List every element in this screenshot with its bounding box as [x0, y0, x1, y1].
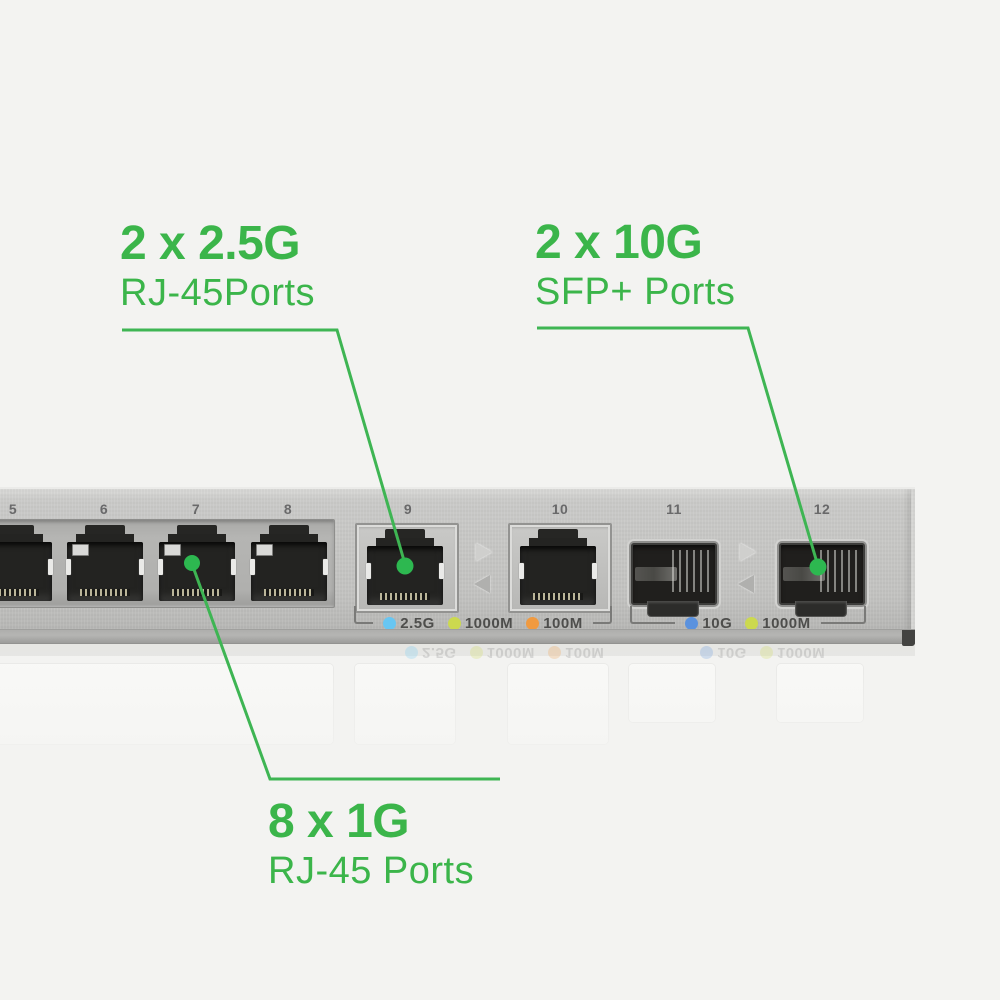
- legend-bracket-left: [354, 606, 374, 624]
- rj45-jack-6: [66, 525, 144, 601]
- legend-label: 10G: [702, 615, 733, 632]
- callout-1g-ports: 8 x 1G RJ-45 Ports: [268, 795, 475, 893]
- legend-dot-10g: [685, 617, 699, 630]
- rj45-jack-9: [366, 529, 444, 605]
- rj45-jack-10: [519, 529, 597, 605]
- callout-subtitle: RJ-45 Ports: [268, 850, 475, 892]
- rj45-jack-7: [158, 525, 236, 601]
- legend-bracket-left: [630, 606, 676, 624]
- rj45-pins: [264, 589, 314, 596]
- callout-title: 8 x 1G: [268, 795, 410, 848]
- sfp-cage-12: [777, 541, 867, 617]
- callout-title: 2 x 2.5G: [120, 217, 301, 270]
- sfp-cage-11: [629, 541, 719, 617]
- chassis-corner-foot: [902, 630, 915, 646]
- sfp-ribs: [672, 550, 712, 592]
- port-number-8: 8: [283, 501, 293, 517]
- rj45-jack-5: [0, 525, 53, 601]
- callout-subtitle: RJ-45Ports: [120, 272, 316, 314]
- rj45-pins: [380, 593, 430, 600]
- port-led-window: [72, 544, 89, 556]
- callout-10g-ports: 2 x 10G SFP+ Ports: [535, 216, 736, 314]
- led-legend-sfp: 10G 1000M: [630, 606, 867, 632]
- rj45-bezel-9: [355, 523, 459, 613]
- rj45-bezel-10: [508, 523, 612, 613]
- uplink-arrow-right-icon: [476, 543, 492, 561]
- legend-bracket-right: [820, 606, 867, 624]
- rj45-pins: [533, 593, 583, 600]
- rj45-port-group-1g: [0, 519, 335, 608]
- callout-title: 2 x 10G: [535, 216, 703, 269]
- callout-25g-ports: 2 x 2.5G RJ-45Ports: [120, 217, 316, 315]
- legend-label: 100M: [543, 615, 583, 632]
- rj45-pins: [172, 589, 222, 596]
- port-number-12: 12: [813, 501, 831, 517]
- switch-panel: 5 6 7 8 9 10 11 12: [0, 487, 915, 644]
- port-number-10: 10: [551, 501, 569, 517]
- legend-dot-100m: [526, 617, 540, 630]
- sfp-shine: [783, 567, 825, 581]
- port-number-11: 11: [666, 501, 682, 517]
- legend-bracket-right: [592, 606, 612, 624]
- sfp-shine: [635, 567, 677, 581]
- uplink-arrow-right-icon: [740, 543, 756, 561]
- sfp-ribs: [820, 550, 860, 592]
- legend-dot-1000m: [745, 617, 759, 630]
- uplink-arrow-left-icon: [738, 575, 754, 593]
- port-number-9: 9: [403, 501, 413, 517]
- port-number-7: 7: [191, 501, 201, 517]
- rj45-jack-8: [250, 525, 328, 601]
- port-led-window: [256, 544, 273, 556]
- port-number-5: 5: [8, 501, 18, 517]
- led-legend-rj45: 2.5G 1000M 100M: [354, 606, 612, 632]
- callout-subtitle: SFP+ Ports: [535, 271, 736, 313]
- port-number-6: 6: [99, 501, 109, 517]
- rj45-pins: [80, 589, 130, 596]
- chassis-bottom-edge: [0, 629, 915, 644]
- port-led-window: [164, 544, 181, 556]
- legend-label: 1000M: [762, 615, 811, 632]
- rj45-pins: [0, 589, 39, 596]
- uplink-arrow-left-icon: [474, 575, 490, 593]
